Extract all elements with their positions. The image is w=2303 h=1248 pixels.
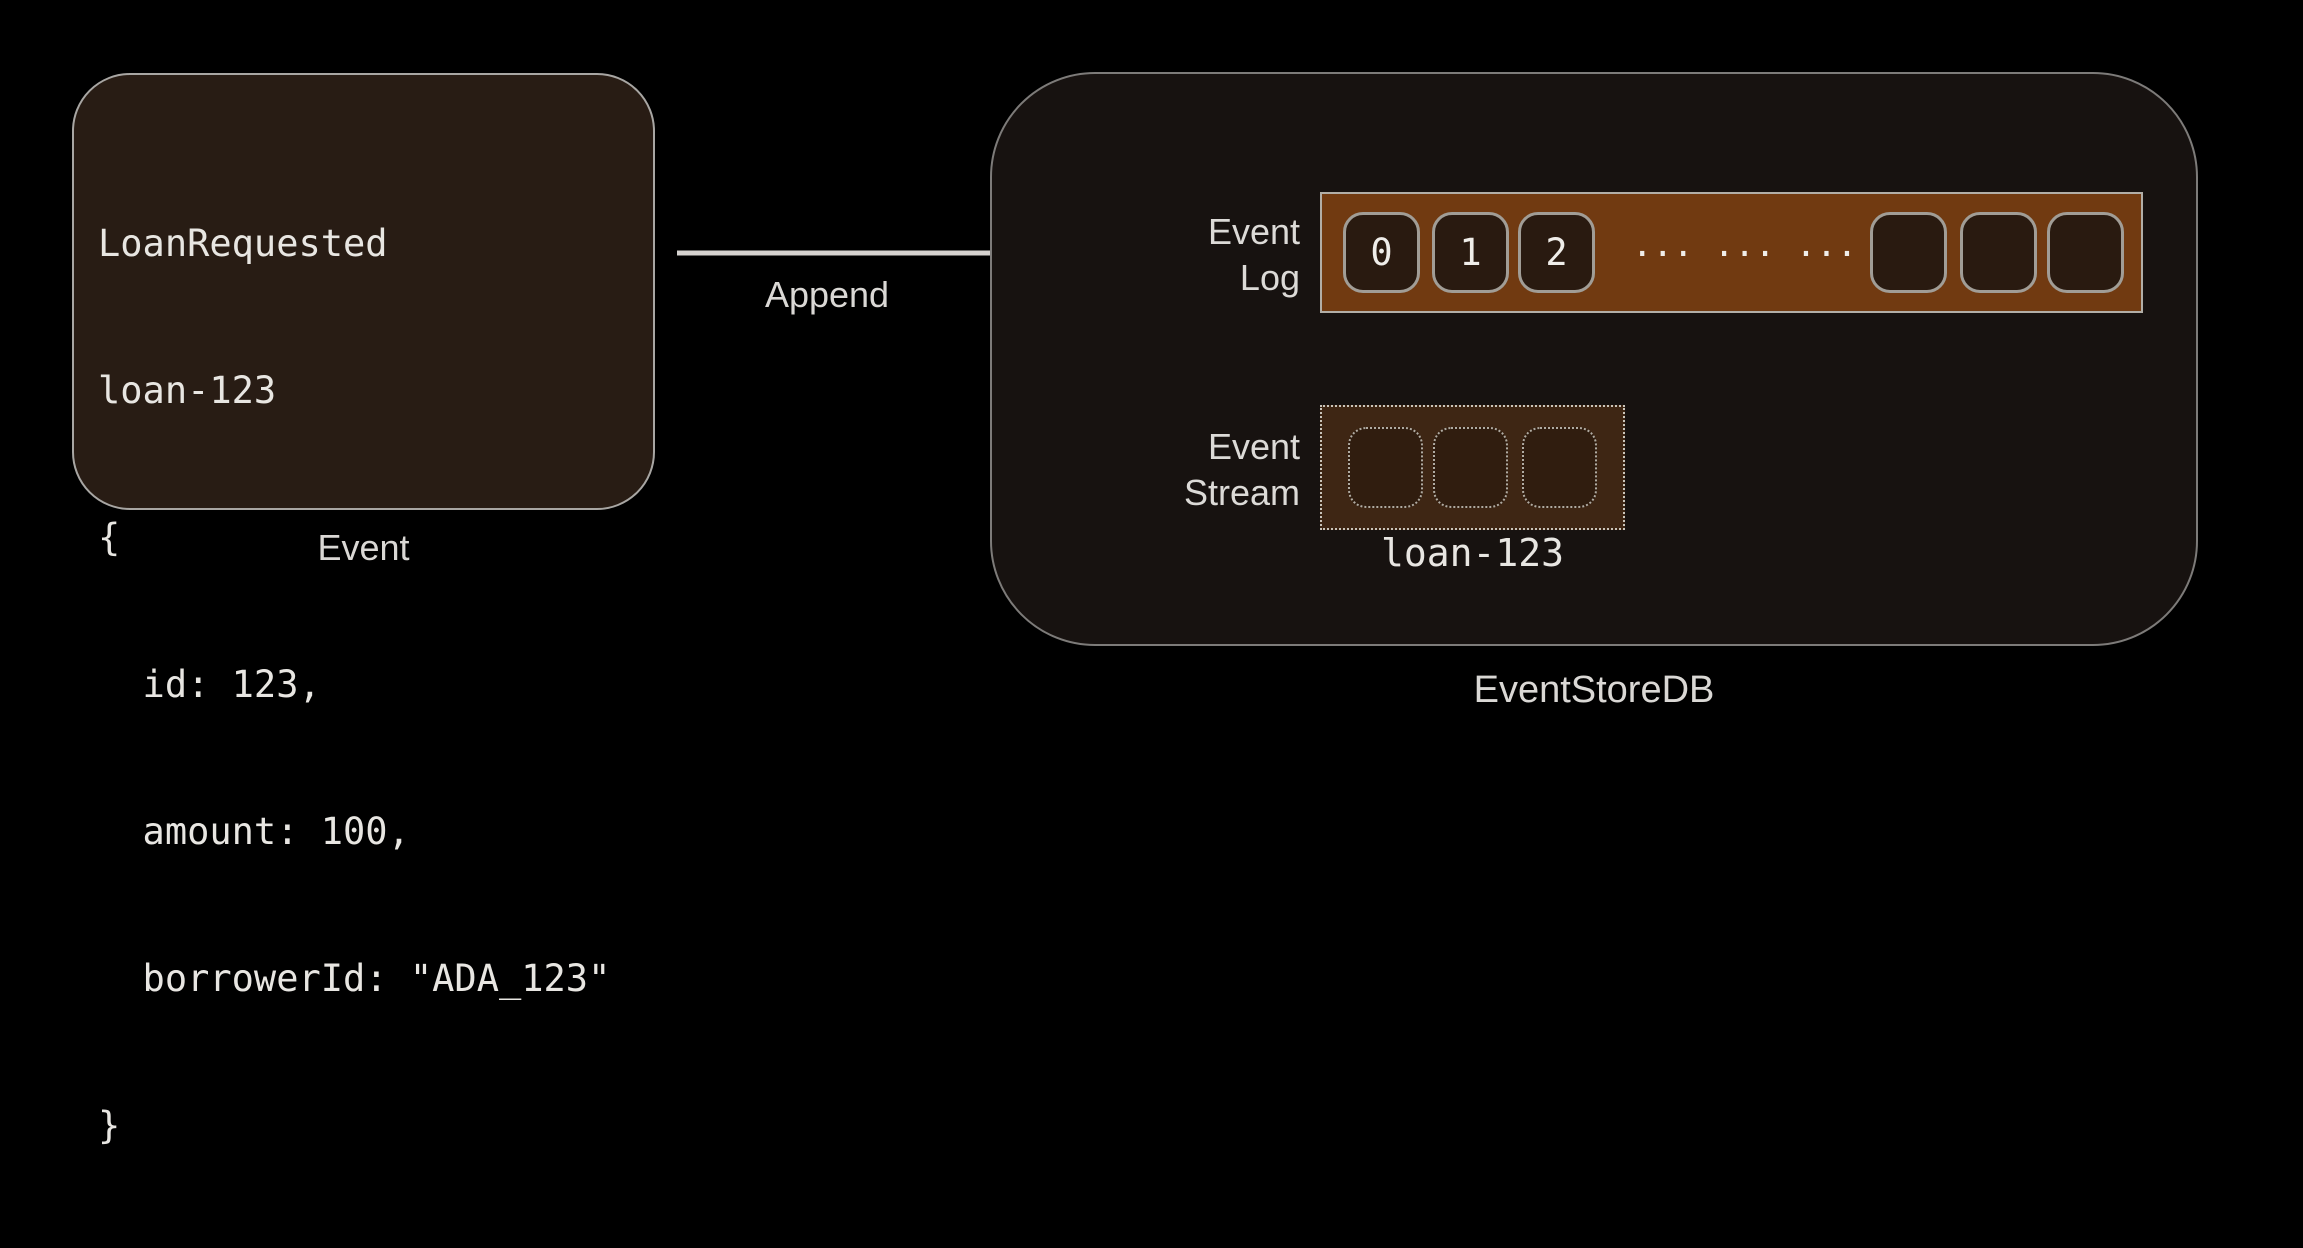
log-cell-2: 2 (1518, 212, 1595, 293)
code-line: LoanRequested (98, 222, 388, 265)
eventstoredb-container (990, 72, 2198, 646)
log-cell-1: 1 (1432, 212, 1509, 293)
event-stream-label-line1: Event (1207, 426, 1300, 467)
log-cell-empty-3 (2047, 212, 2124, 293)
stream-cell-placeholder-2 (1433, 427, 1508, 508)
code-line: amount: 100, (98, 810, 410, 853)
log-cell-0: 0 (1343, 212, 1420, 293)
append-label: Append (764, 274, 890, 315)
event-caption: Event (317, 527, 410, 568)
event-log-label-line1: Event (1207, 211, 1300, 252)
event-stream-box (1320, 405, 1625, 530)
event-code-card: LoanRequested loan-123 { id: 123, amount… (72, 73, 655, 1147)
code-line: loan-123 (98, 369, 277, 412)
log-ellipsis: ... ... ... (1632, 225, 1858, 265)
diagram-canvas: { "event_card": { "code_lines": [ "LoanR… (72, 72, 2198, 1147)
event-log-label: Event Log (1080, 209, 1300, 301)
stream-cell-placeholder-1 (1348, 427, 1423, 508)
event-log-label-line2: Log (1239, 257, 1300, 298)
log-cell-empty-1 (1870, 212, 1947, 293)
stream-cell-placeholder-3 (1522, 427, 1597, 508)
event-stream-label: Event Stream (1060, 424, 1300, 516)
event-code-block: LoanRequested loan-123 { id: 123, amount… (98, 121, 643, 1248)
event-log-bar: 0 1 2 ... ... ... (1320, 192, 2143, 313)
code-line: borrowerId: "ADA_123" (98, 957, 611, 1000)
code-line: id: 123, (98, 663, 321, 706)
event-stream-label-line2: Stream (1183, 472, 1300, 513)
log-cell-empty-2 (1960, 212, 2037, 293)
eventstoredb-caption: EventStoreDB (1473, 669, 1715, 711)
stream-name-label: loan-123 (1380, 531, 1565, 575)
code-line: { (98, 516, 121, 559)
code-line: } (98, 1104, 121, 1147)
